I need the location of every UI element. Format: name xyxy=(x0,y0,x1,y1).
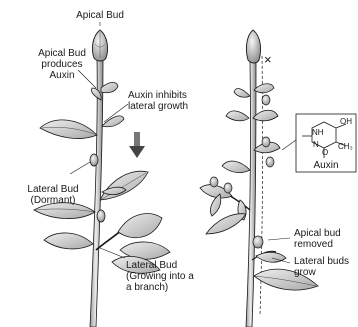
right-main-stem xyxy=(246,60,256,327)
pointer-auxin-box xyxy=(282,140,296,150)
left-dormant-bud xyxy=(90,154,98,166)
right-plant xyxy=(200,30,318,327)
left-leaf-4 xyxy=(44,233,93,249)
left-leaf-2 xyxy=(100,171,148,200)
label-lateral-bud-dormant: Lateral Bud (Dormant) xyxy=(20,184,86,206)
atom-ch3: CH₃ xyxy=(338,142,353,151)
right-left-branch xyxy=(200,177,250,234)
label-apical-bud-produces-auxin: Apical Bud produces Auxin xyxy=(28,48,96,81)
left-upper-buds xyxy=(91,82,118,100)
atom-o: O xyxy=(322,148,328,157)
label-apical-bud: Apical Bud xyxy=(70,10,130,21)
label-lateral-buds-grow: Lateral buds grow xyxy=(294,256,349,278)
removed-x-mark: × xyxy=(264,54,272,65)
atom-n: N xyxy=(313,140,319,149)
label-auxin-inhibits: Auxin inhibits lateral growth xyxy=(128,90,188,112)
label-apical-bud-removed: Apical bud removed xyxy=(294,228,341,250)
atom-nh: NH xyxy=(312,128,324,137)
pointer-dormant xyxy=(70,162,90,174)
pointer-removed xyxy=(268,238,290,240)
label-auxin: Auxin xyxy=(296,160,356,171)
auxin-flow-arrow xyxy=(129,132,145,158)
left-leaf-1 xyxy=(40,116,124,139)
atom-oh: OH xyxy=(340,117,352,126)
right-top-bud xyxy=(246,30,260,63)
label-lateral-bud-growing: Lateral Bud (Growing into a a branch) xyxy=(126,260,194,293)
